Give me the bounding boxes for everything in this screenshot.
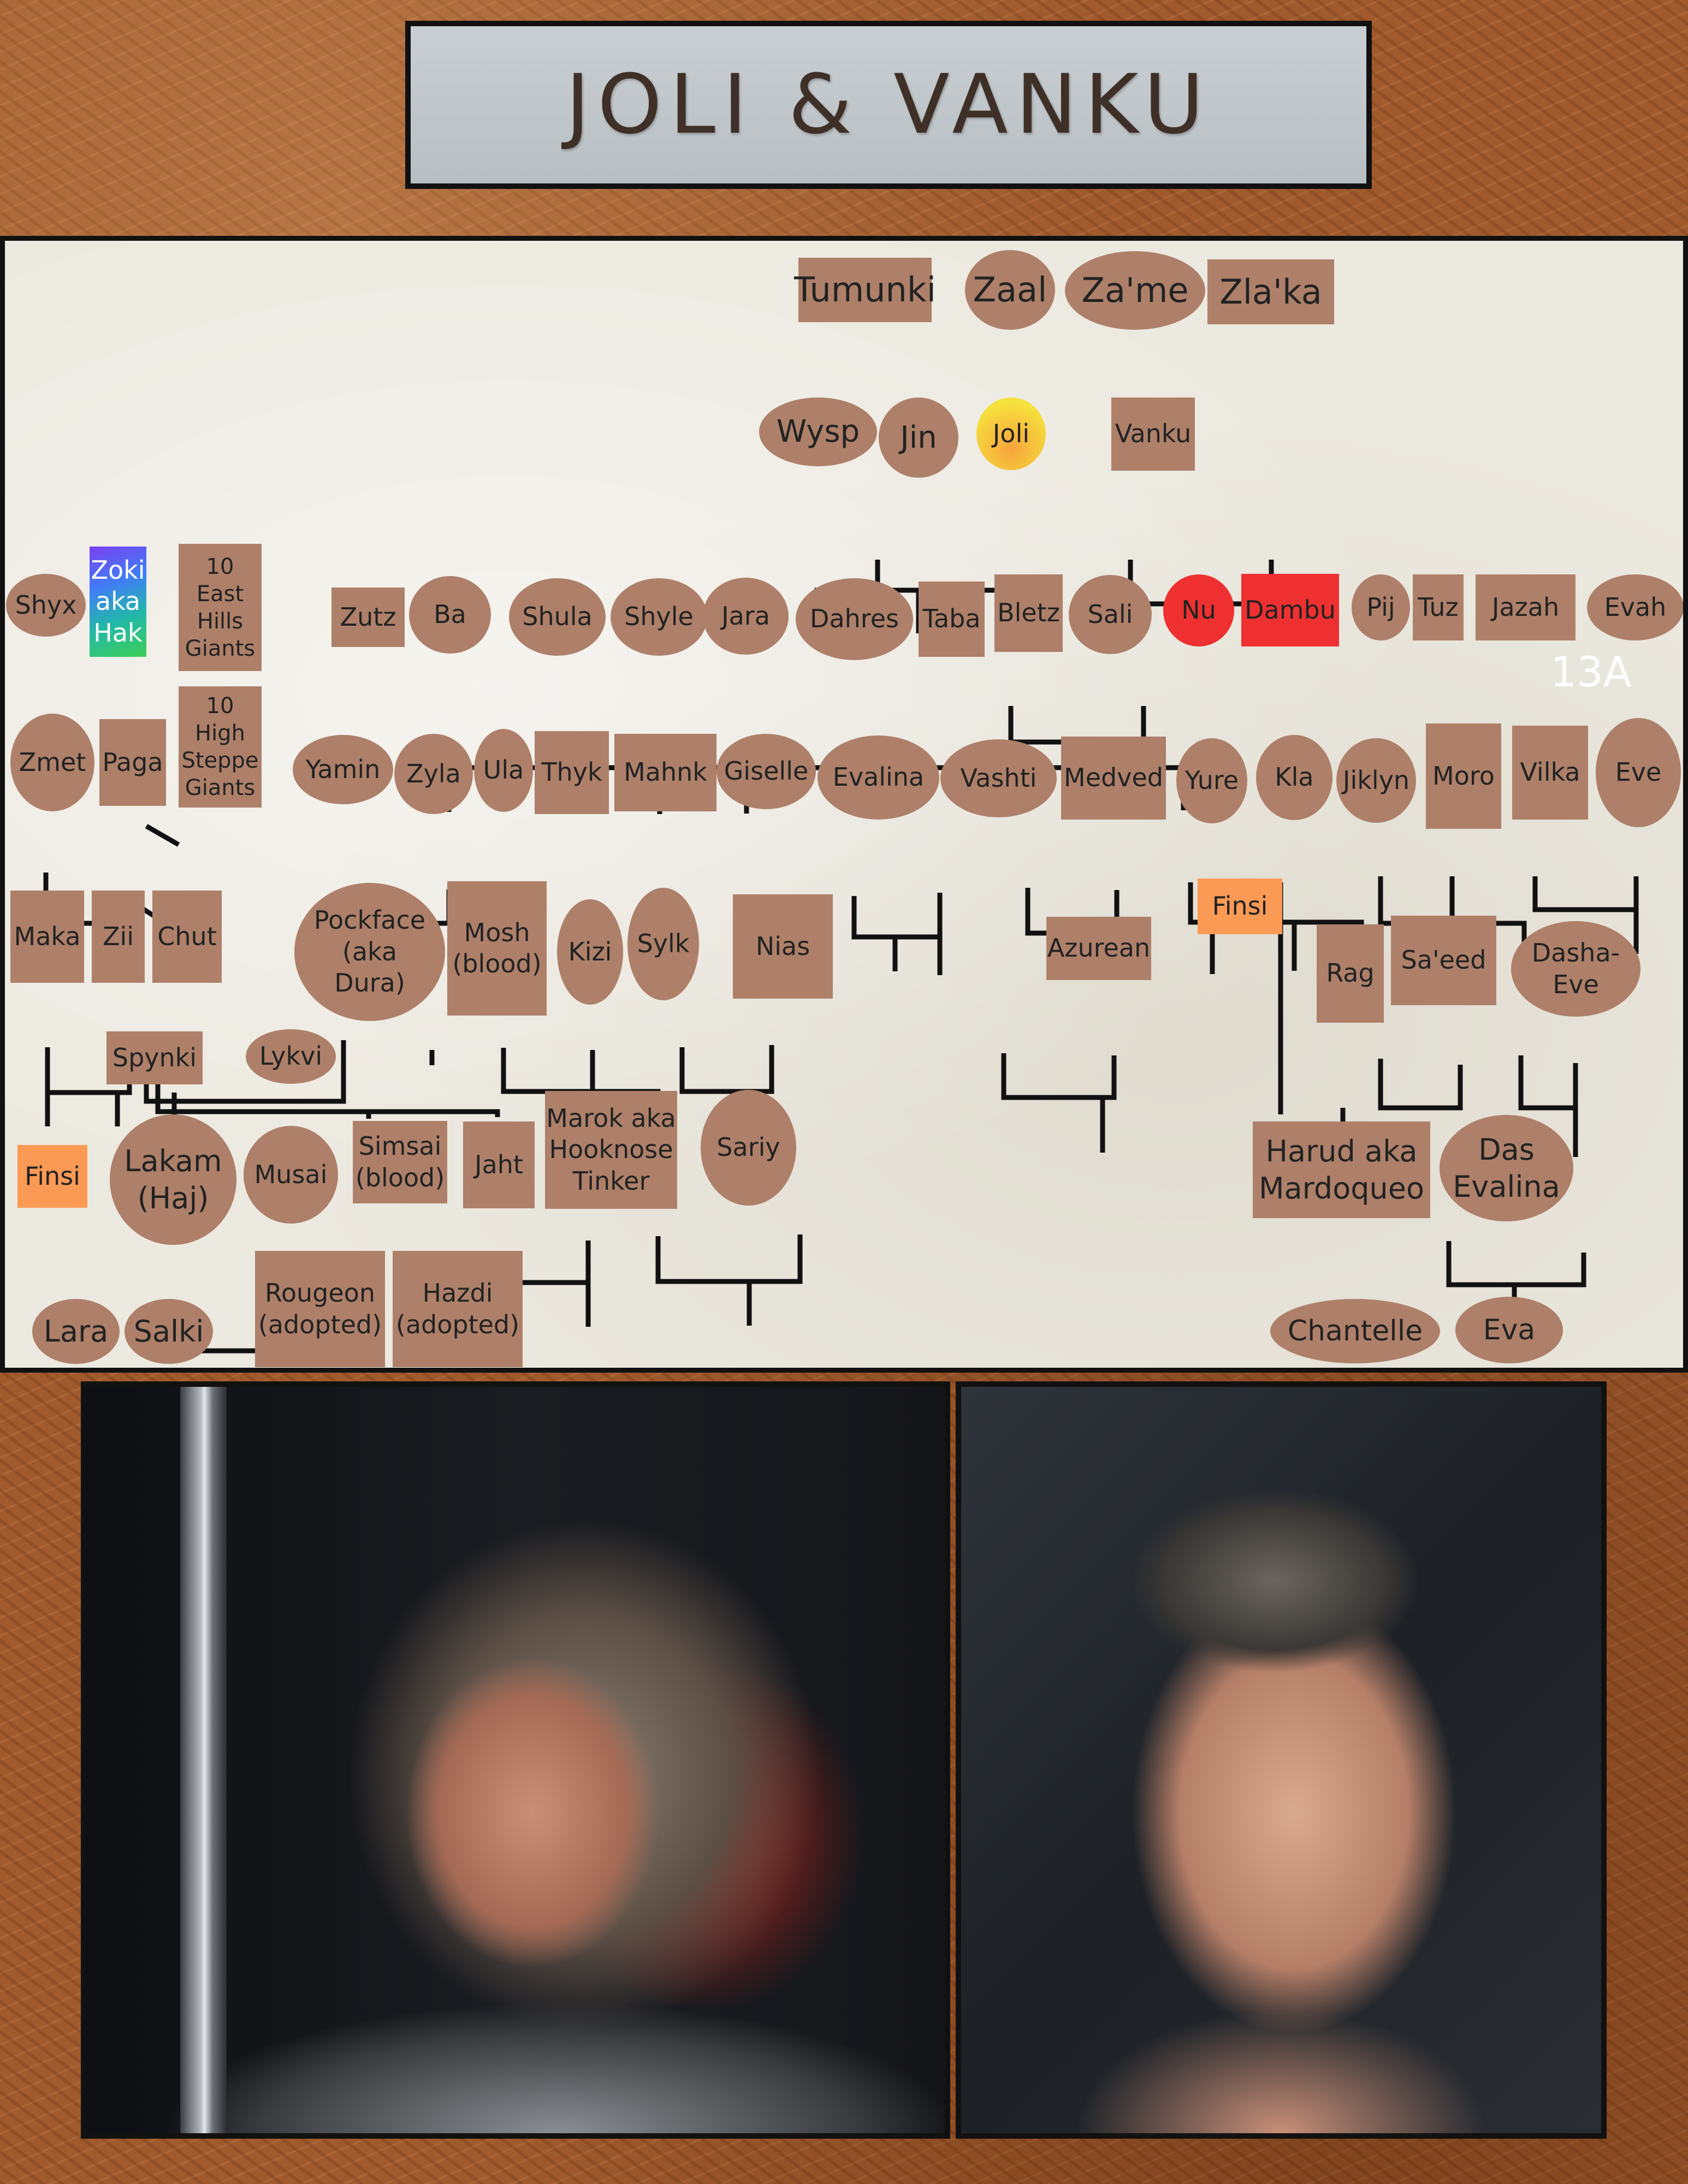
person-node-dashaeve: Dasha- Eve — [1511, 921, 1640, 1017]
person-node-simsai: Simsai (blood) — [353, 1121, 447, 1203]
person-node-finsi2: Finsi — [17, 1145, 87, 1208]
woman-warrior-photo — [81, 1381, 950, 2139]
person-node-pockface: Pockface (aka Dura) — [294, 883, 445, 1021]
person-node-eve: Eve — [1596, 718, 1681, 827]
person-node-zame: Za'me — [1065, 251, 1205, 330]
person-node-zyla: Zyla — [394, 734, 473, 814]
title-banner: JOLI & VANKU — [405, 21, 1372, 189]
person-node-chut: Chut — [152, 891, 222, 983]
person-node-sali: Sali — [1069, 575, 1152, 654]
person-node-steppegiants: 10 High Steppe Giants — [179, 686, 262, 808]
person-node-medved: Medved — [1061, 737, 1166, 820]
person-node-dahres: Dahres — [796, 578, 913, 660]
connector-line — [1378, 1059, 1463, 1111]
person-node-yure: Yure — [1176, 738, 1247, 823]
man-portrait-photo — [956, 1381, 1607, 2139]
person-node-wysp: Wysp — [759, 397, 877, 466]
person-node-rougeon: Rougeon (adopted) — [255, 1251, 385, 1367]
person-node-jin: Jin — [879, 397, 958, 478]
connector-line — [655, 1235, 803, 1284]
person-node-mosh: Mosh (blood) — [447, 881, 547, 1016]
person-node-musai: Musai — [244, 1126, 338, 1224]
person-node-paga: Paga — [99, 719, 166, 806]
person-node-tuz: Tuz — [1413, 574, 1464, 640]
page-code-label: 13A — [1550, 648, 1632, 696]
person-node-maka: Maka — [10, 891, 84, 983]
person-node-vilka: Vilka — [1512, 726, 1588, 820]
person-node-jazah: Jazah — [1476, 574, 1576, 640]
person-node-vanku: Vanku — [1111, 397, 1195, 471]
person-node-jara: Jara — [703, 578, 789, 655]
sword-blade — [180, 1387, 227, 2133]
person-node-chantelle: Chantelle — [1270, 1299, 1440, 1363]
person-node-mahnk: Mahnk — [614, 734, 716, 811]
person-node-zoki: Zoki aka Hak — [90, 547, 146, 657]
person-node-sariy: Sariy — [701, 1090, 796, 1206]
person-node-dambu: Dambu — [1241, 574, 1339, 646]
person-node-zlaka: Zla'ka — [1207, 259, 1334, 324]
person-node-sylk: Sylk — [627, 888, 699, 1000]
person-node-marok: Marok aka Hooknose Tinker — [545, 1091, 677, 1209]
person-node-giselle: Giselle — [716, 734, 816, 809]
person-node-zii: Zii — [92, 891, 145, 983]
connector-line — [1446, 1241, 1586, 1287]
person-node-bletz: Bletz — [994, 574, 1063, 652]
connector-line — [1532, 876, 1639, 912]
person-node-moro: Moro — [1426, 723, 1501, 829]
person-node-hazdi: Hazdi (adopted) — [393, 1251, 523, 1367]
person-node-evalina: Evalina — [818, 735, 939, 820]
person-node-kizi: Kizi — [557, 899, 623, 1005]
person-node-harud: Harud aka Mardoqueo — [1253, 1121, 1430, 1218]
person-node-nias: Nias — [733, 894, 833, 999]
person-node-evah: Evah — [1587, 574, 1683, 640]
person-node-joli: Joli — [976, 397, 1046, 470]
person-node-jaht: Jaht — [463, 1121, 535, 1208]
person-node-yamin: Yamin — [293, 735, 393, 804]
connector-line — [501, 1048, 595, 1094]
person-node-shula: Shula — [509, 578, 606, 656]
person-node-kla: Kla — [1256, 735, 1332, 820]
person-node-spynki: Spynki — [106, 1031, 203, 1084]
person-node-taba: Taba — [919, 581, 985, 657]
person-node-eva: Eva — [1455, 1297, 1563, 1363]
person-node-jiklyn: Jiklyn — [1336, 738, 1416, 823]
person-node-zmet: Zmet — [10, 714, 94, 811]
person-node-vashti: Vashti — [940, 739, 1057, 817]
person-node-nu: Nu — [1163, 574, 1234, 646]
person-node-salki: Salki — [125, 1299, 213, 1364]
person-node-shyle: Shyle — [611, 578, 707, 656]
person-node-pij: Pij — [1352, 574, 1410, 640]
page-title: JOLI & VANKU — [565, 57, 1212, 152]
person-node-lykvi: Lykvi — [246, 1029, 336, 1084]
person-node-ula: Ula — [474, 729, 533, 812]
person-node-zaal: Zaal — [965, 250, 1055, 330]
person-node-lakam: Lakam (Haj) — [110, 1114, 236, 1245]
person-node-shyx: Shyx — [6, 574, 86, 637]
person-node-zutz: Zutz — [331, 587, 405, 647]
person-node-tumunki: Tumunki — [794, 258, 936, 322]
person-node-rag: Rag — [1317, 924, 1384, 1023]
person-node-azurean: Azurean — [1046, 917, 1151, 980]
person-node-lara: Lara — [32, 1299, 120, 1364]
person-node-eastgiants: 10 East Hills Giants — [179, 544, 262, 671]
connector-line — [145, 824, 180, 847]
connector-line — [1001, 1053, 1117, 1100]
person-node-ba: Ba — [409, 576, 491, 654]
person-node-thyk: Thyk — [535, 731, 609, 814]
connector-line — [1518, 1055, 1578, 1111]
connector-line — [679, 1045, 774, 1094]
person-node-saeed: Sa'eed — [1391, 916, 1496, 1005]
person-node-dasevalina: Das Evalina — [1440, 1115, 1573, 1221]
person-node-finsi1: Finsi — [1198, 879, 1282, 934]
